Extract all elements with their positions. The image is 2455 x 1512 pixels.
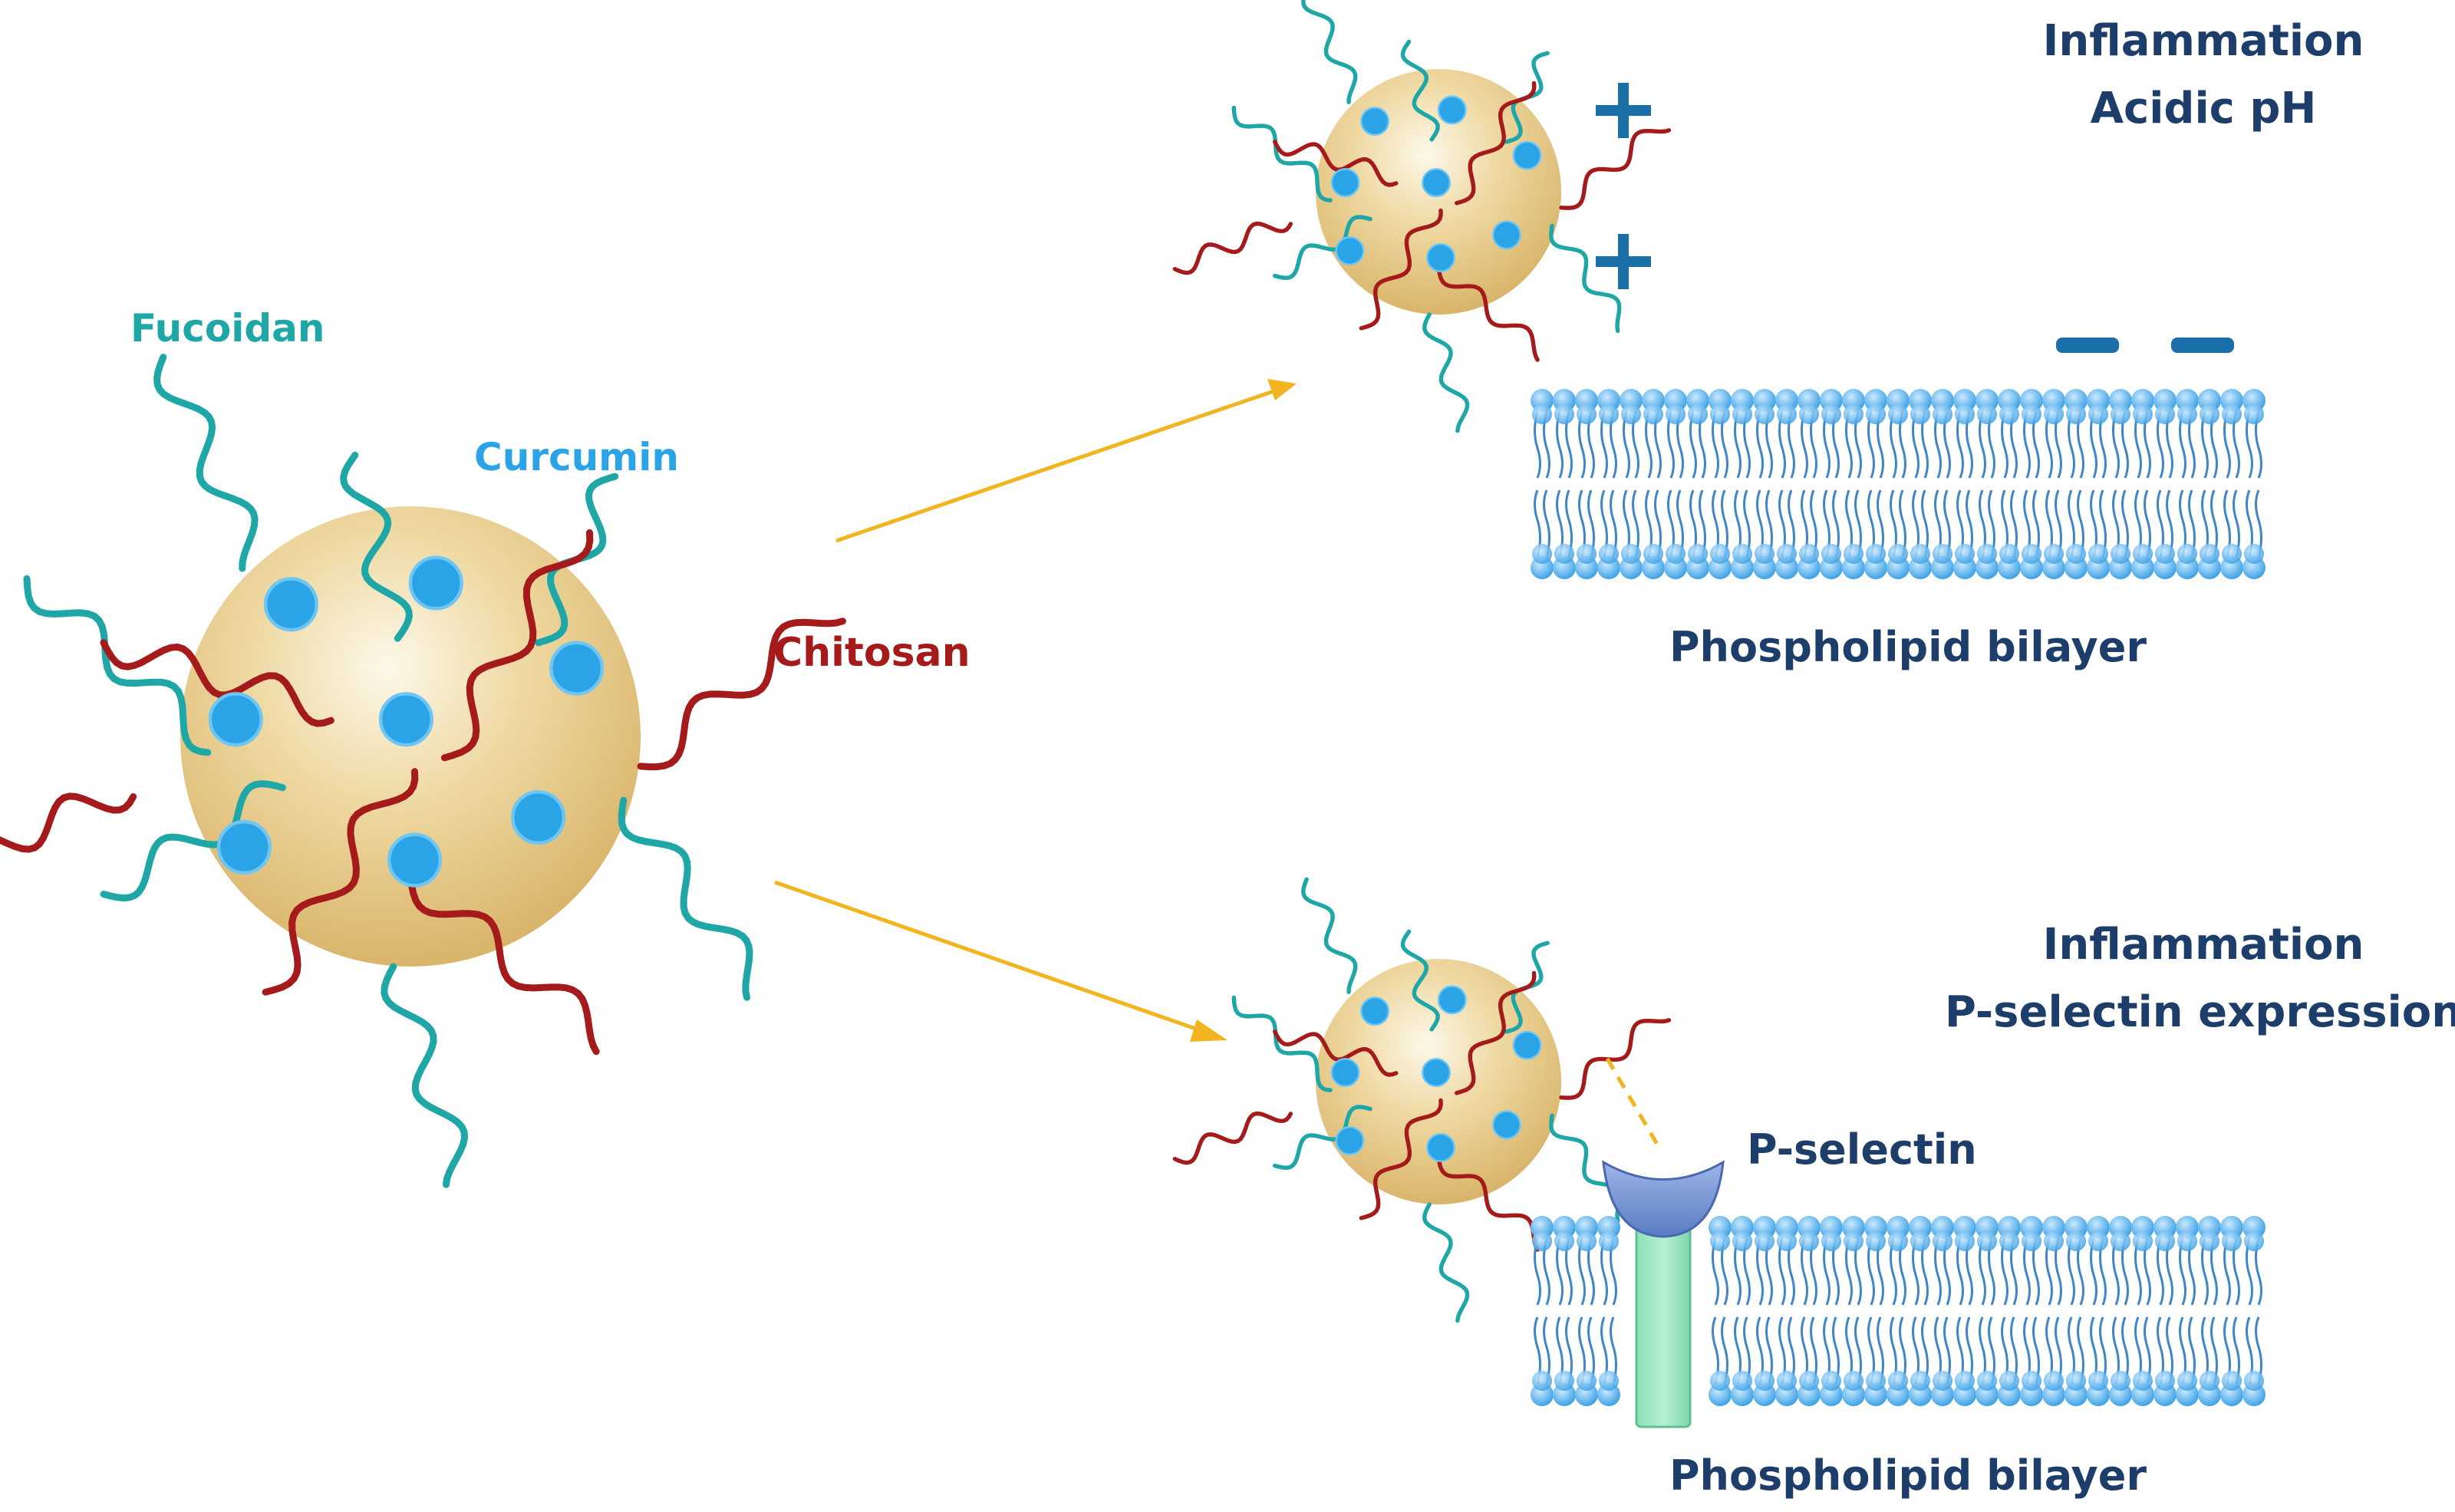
chitosan-strand — [1436, 1155, 1540, 1252]
curcumin-dot — [1360, 107, 1389, 137]
curcumin-dot — [1425, 242, 1455, 272]
curcumin-dot — [1491, 1110, 1521, 1140]
chitosan-strand — [1359, 208, 1443, 331]
curcumin-dot — [1422, 1058, 1451, 1088]
p-selectin-receptor — [1602, 1057, 1725, 1428]
lipid-tails — [1534, 410, 2262, 558]
bilayer-top-label: Phospholipid bilayer — [1669, 623, 2147, 671]
lipid-tails — [1534, 1237, 2262, 1385]
curcumin-dot — [216, 819, 272, 875]
condition-bottom-line2: P-selectin expression — [1945, 987, 2455, 1037]
receptor-cup — [1602, 1160, 1725, 1238]
phospholipid-bilayer-bottom — [1531, 1216, 2266, 1406]
fucoidan-strand — [618, 796, 753, 1001]
chitosan-strand — [637, 618, 846, 771]
chitosan-strand — [0, 792, 137, 853]
fucoidan-strand — [153, 354, 259, 572]
fucoidan-strand — [1422, 1202, 1470, 1323]
chitosan-strand — [407, 873, 600, 1056]
lipid-heads — [1531, 1216, 2266, 1406]
nanoparticle-main — [0, 354, 846, 1188]
curcumin-dot — [387, 832, 443, 888]
nanoparticle-acidic — [1172, 0, 1672, 433]
nanoparticle-pselectin — [1172, 877, 1672, 1323]
arrow-to-pselectin — [774, 880, 1228, 1042]
curcumin-dot — [1360, 996, 1389, 1026]
fucoidan-strand — [1422, 312, 1470, 433]
curcumin-dot — [1422, 168, 1451, 198]
negative-charge-2 — [2171, 338, 2234, 353]
chitosan-strand — [440, 529, 594, 762]
curcumin-dot — [1512, 140, 1542, 170]
p-selectin-label: P-selectin — [1747, 1125, 1977, 1174]
negative-charge-1 — [2056, 338, 2119, 353]
chitosan-strand — [1359, 1098, 1443, 1220]
receptor-stem — [1635, 1222, 1692, 1428]
phospholipid-bilayer-top — [1531, 389, 2266, 579]
chitosan-strand — [1559, 1018, 1672, 1100]
curcumin-dot — [1335, 236, 1365, 266]
fucoidan-strand — [340, 451, 413, 642]
fucoidan-strand — [100, 780, 286, 902]
binding-dashed-line — [1605, 1057, 1663, 1152]
chitosan-strand — [262, 768, 419, 996]
chitosan-strand — [1455, 81, 1537, 206]
curcumin-dot — [1425, 1132, 1455, 1162]
curcumin-dot — [408, 555, 463, 611]
fucoidan-strand — [381, 963, 468, 1188]
curcumin-dot — [263, 577, 318, 632]
chitosan-strand — [1273, 1029, 1399, 1077]
chitosan-label: Chitosan — [773, 630, 970, 676]
curcumin-dot — [378, 692, 433, 747]
fucoidan-strand — [1301, 877, 1358, 994]
curcumin-dot — [1491, 220, 1521, 250]
positive-charge-2 — [1596, 234, 1651, 289]
curcumin-dot — [511, 789, 566, 845]
curcumin-dot — [1437, 985, 1467, 1015]
curcumin-dot — [549, 641, 605, 696]
curcumin-dot — [1330, 1058, 1360, 1088]
arrow-to-acidic — [835, 379, 1297, 543]
fucoidan-strand — [1400, 39, 1440, 142]
fucoidan-strand — [1301, 0, 1358, 104]
fucoidan-strand — [23, 575, 212, 756]
lipid-heads — [1531, 389, 2266, 579]
curcumin-dot — [1335, 1126, 1365, 1155]
curcumin-dot — [208, 692, 263, 747]
fucoidan-strand — [1231, 105, 1333, 203]
bilayer-bottom-label: Phospholipid bilayer — [1669, 1451, 2147, 1500]
chitosan-strand — [100, 639, 334, 727]
chitosan-strand — [1172, 1111, 1293, 1165]
curcumin-dot — [1512, 1030, 1542, 1060]
fucoidan-strand — [1231, 995, 1333, 1092]
fucoidan-strand — [1549, 223, 1622, 334]
curcumin-dot — [1330, 168, 1360, 198]
chitosan-strand — [1172, 221, 1293, 275]
curcumin-dot — [1437, 95, 1467, 125]
fucoidan-label: Fucoidan — [130, 306, 325, 351]
chitosan-strand — [1455, 970, 1537, 1095]
condition-top-line2: Acidic pH — [2091, 84, 2317, 133]
chitosan-strand — [1559, 128, 1672, 210]
chitosan-strand — [1273, 140, 1399, 187]
fucoidan-strand — [1273, 215, 1372, 280]
condition-bottom-line1: Inflammation — [2043, 920, 2364, 970]
curcumin-label: Curcumin — [474, 435, 679, 479]
chitosan-strand — [1436, 265, 1540, 362]
fucoidan-strand — [1273, 1105, 1372, 1170]
fucoidan-strand — [1400, 929, 1440, 1032]
condition-top-line1: Inflammation — [2043, 16, 2364, 66]
positive-charge-1 — [1596, 83, 1651, 138]
